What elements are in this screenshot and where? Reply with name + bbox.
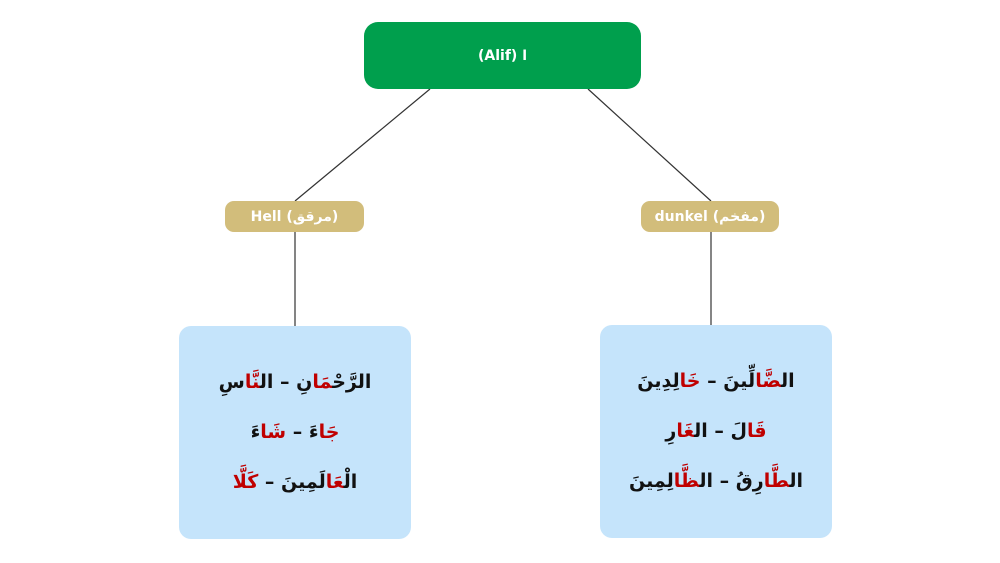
example-line: الْعَالَمِينَ – كَلَّا	[232, 471, 358, 493]
branch-node-dunkel: dunkel (مفخم)	[641, 201, 779, 232]
example-line: قَالَ – الغَارِ	[665, 420, 767, 442]
example-line: الطَّارِقُ – الظَّالِمِينَ	[628, 470, 803, 492]
branch-hell-label: Hell (مرقق)	[250, 208, 339, 225]
root-node-label: (Alif) ا	[477, 47, 527, 64]
root-node-alif: (Alif) ا	[364, 22, 641, 89]
branch-dunkel-label: dunkel (مفخم)	[654, 208, 766, 225]
example-line: الضَّالِّينَ – خَالِدِينَ	[637, 370, 795, 392]
examples-box-hell: الرَّحْمَانِ – النَّاسِ جَاءَ – شَاءَ ال…	[179, 326, 411, 539]
connector-root-right	[587, 88, 712, 202]
example-line: جَاءَ – شَاءَ	[250, 421, 340, 443]
connector-root-left	[294, 88, 431, 202]
branch-node-hell: Hell (مرقق)	[225, 201, 364, 232]
example-line: الرَّحْمَانِ – النَّاسِ	[218, 371, 372, 393]
examples-box-dunkel: الضَّالِّينَ – خَالِدِينَ قَالَ – الغَار…	[600, 325, 832, 538]
